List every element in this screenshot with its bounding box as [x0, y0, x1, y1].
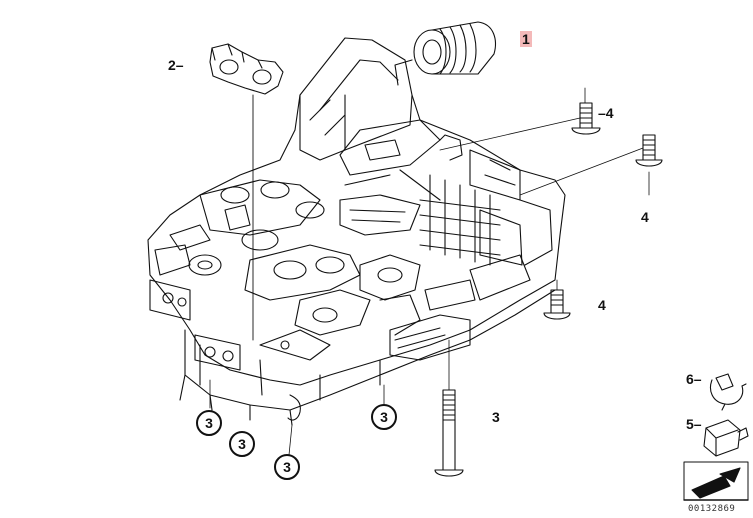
callout-2-dash: – — [175, 57, 184, 73]
callout-5: 5– — [686, 417, 702, 431]
callout-3-circled-d: 3 — [371, 404, 397, 430]
legend-part-6-clip — [709, 373, 747, 411]
legend-symbol-box — [683, 461, 749, 501]
bolt-4-middle — [543, 279, 571, 320]
callout-3-plain: 3 — [492, 410, 500, 424]
callout-4-top: –4 — [598, 106, 614, 120]
callout-4-middle-text: 4 — [598, 297, 606, 313]
long-bolt-3 — [434, 339, 464, 477]
bolt-4-right — [635, 134, 663, 196]
callout-3-plain-text: 3 — [492, 409, 500, 425]
callout-6-text: 6 — [686, 371, 694, 387]
callout-5-text: 5 — [686, 416, 694, 432]
bolt-4-top — [571, 87, 601, 135]
valve-body — [147, 37, 566, 426]
callout-6: 6– — [686, 372, 702, 386]
part-1-connector-sleeve — [394, 21, 496, 86]
diagram-code: 00132869 — [688, 504, 736, 514]
callout-3-circled-a: 3 — [196, 410, 222, 436]
legend-part-5-cap — [703, 419, 749, 457]
callout-4-top-text: 4 — [605, 105, 614, 121]
callout-6-dash: – — [693, 371, 702, 387]
callout-4-right-text: 4 — [641, 209, 649, 225]
callout-2-text: 2 — [168, 57, 176, 73]
callout-1: 1 — [520, 31, 532, 47]
callout-3-circled-b: 3 — [229, 431, 255, 457]
callout-2: 2– — [168, 58, 184, 72]
callout-5-dash: – — [693, 416, 702, 432]
callout-4-right: 4 — [641, 210, 649, 224]
callout-4-middle: 4 — [598, 298, 606, 312]
callout-1-text: 1 — [520, 31, 532, 47]
part-2-bracket — [209, 43, 284, 341]
callout-4-top-dash: – — [598, 105, 606, 121]
callout-3-circled-c: 3 — [274, 454, 300, 480]
